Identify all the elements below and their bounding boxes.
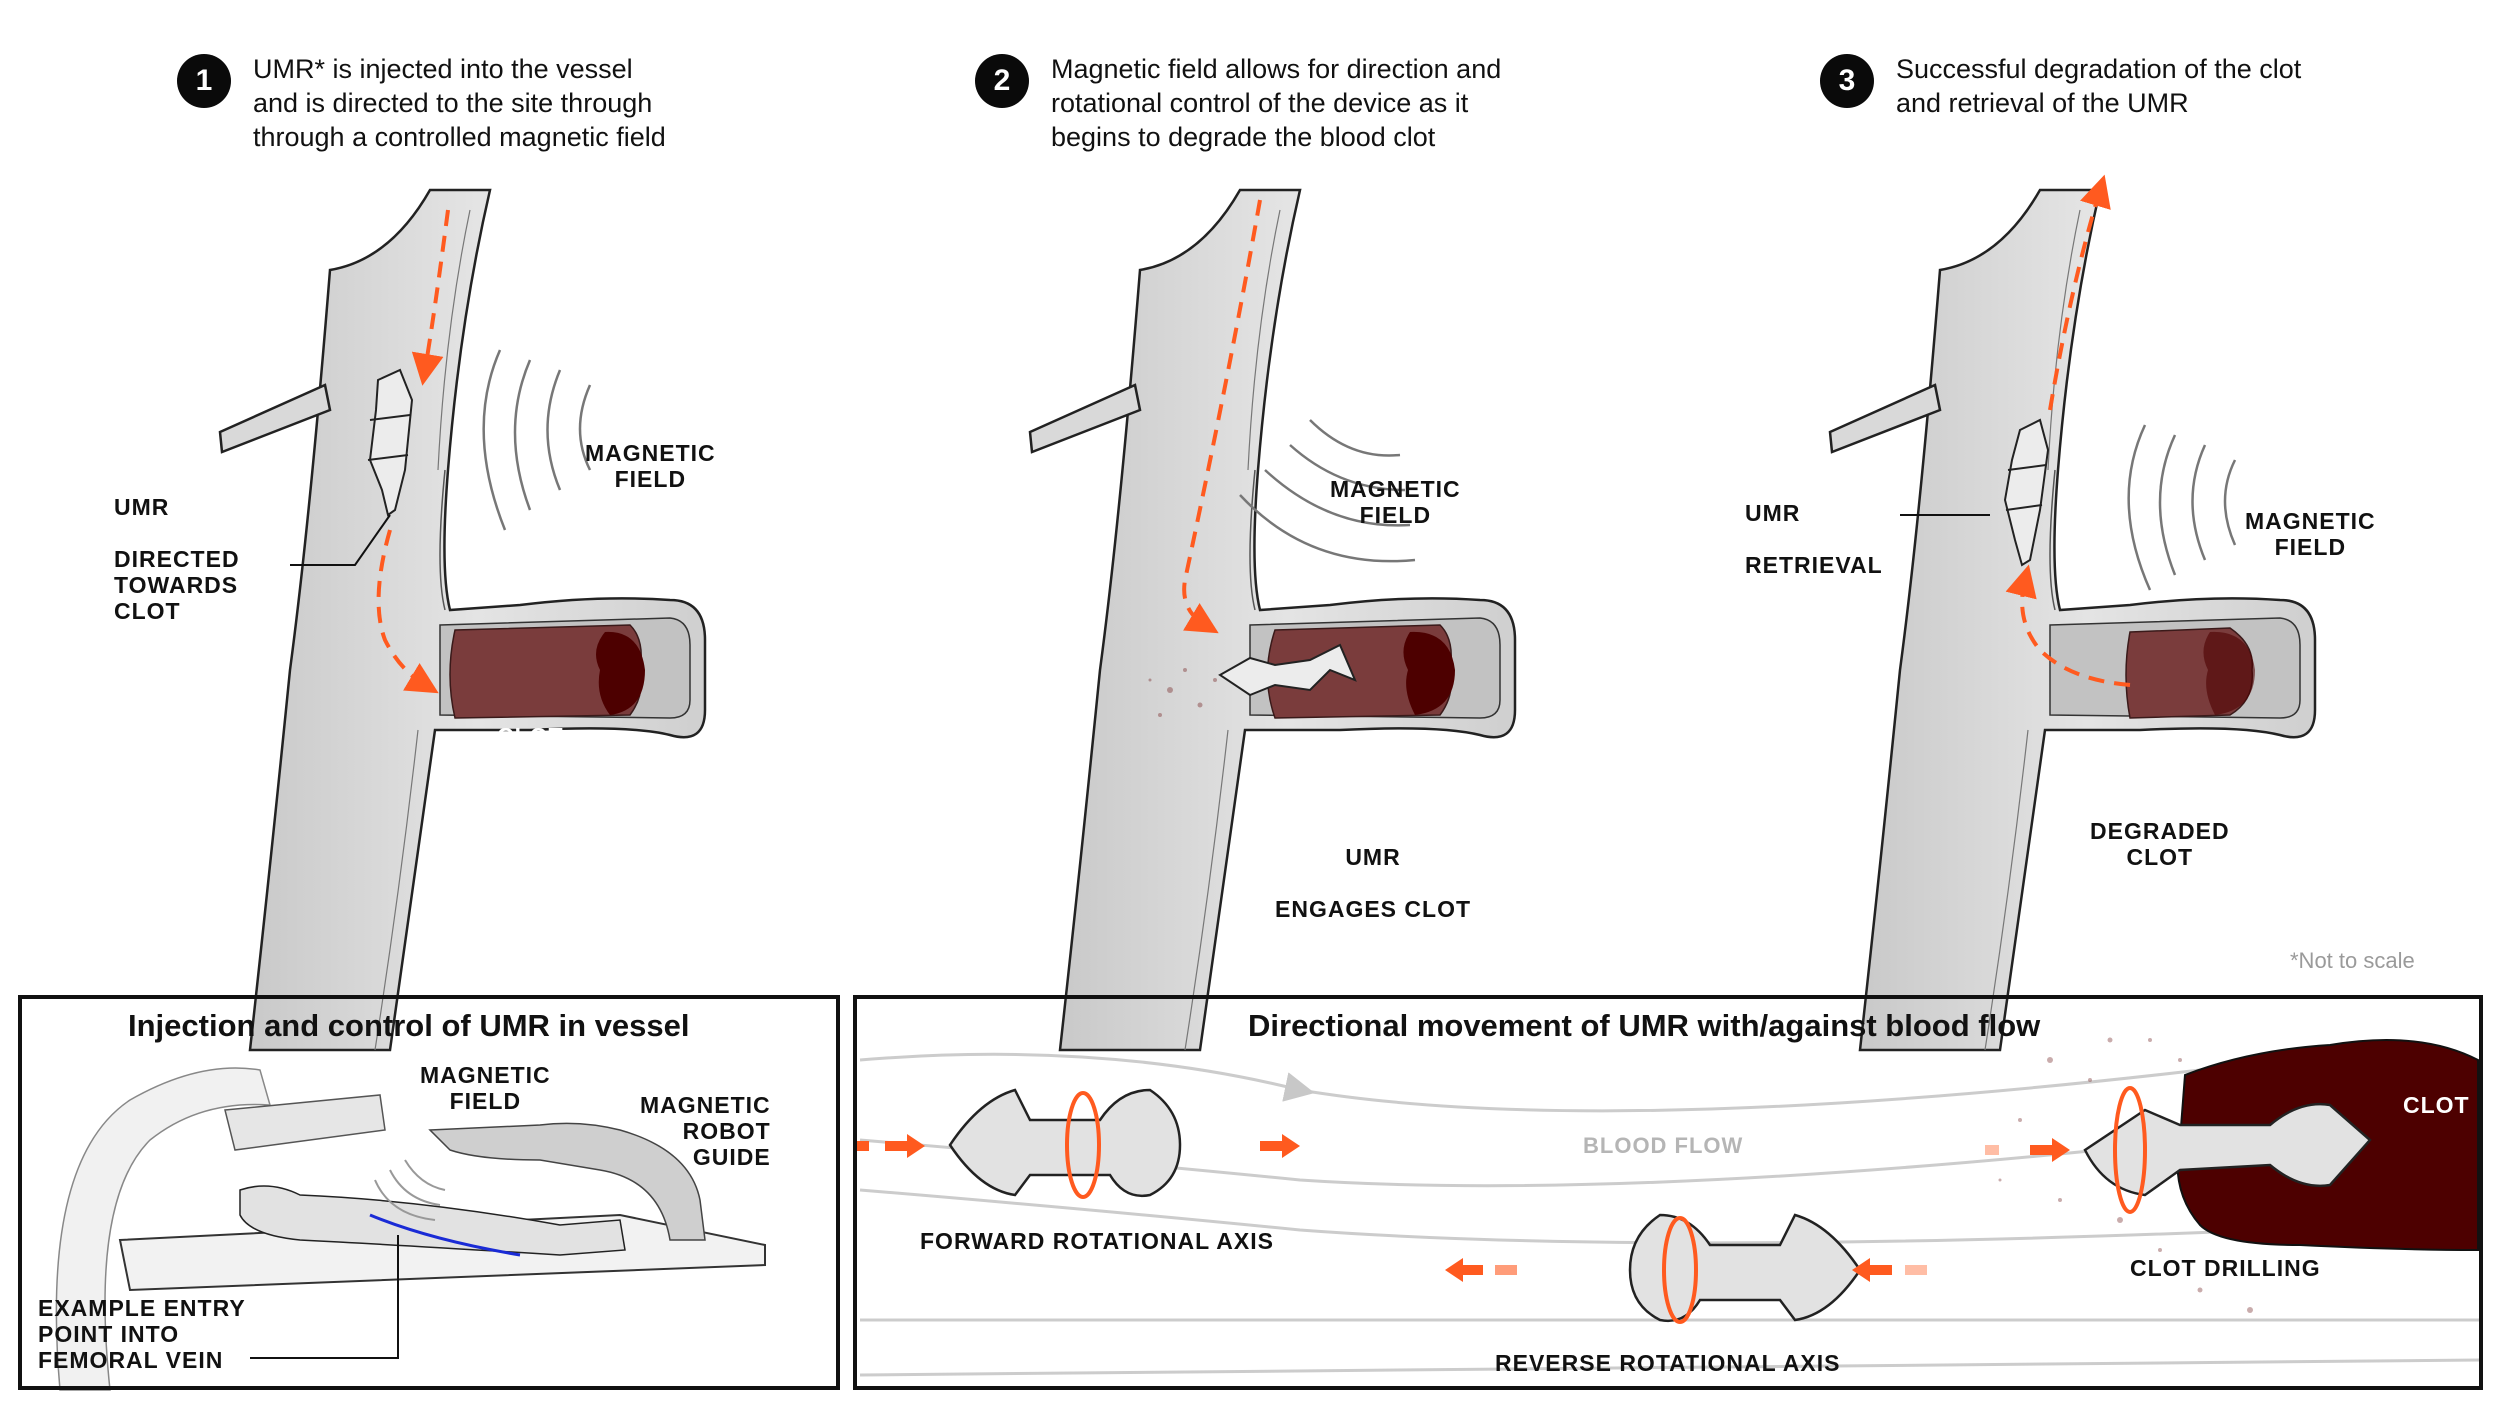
clot-label-movement: CLOT <box>2403 1092 2470 1118</box>
vessel-panel-1 <box>218 188 707 1052</box>
path-arrow-to-clot <box>376 529 439 694</box>
movement-scene <box>855 1037 2481 1377</box>
clot-panel-3 <box>2125 627 2255 719</box>
umr-label: UMR <box>114 494 170 520</box>
magnetic-field-icon <box>482 349 592 531</box>
reverse-axis-label: REVERSE ROTATIONAL AXIS <box>1495 1350 1841 1376</box>
blood-flow-label: BLOOD FLOW <box>1583 1133 1744 1158</box>
xray-head <box>224 1094 386 1151</box>
step-1: 1 UMR* is injected into the vessel and i… <box>177 52 666 154</box>
field-label-injection: MAGNETIC FIELD <box>420 1062 551 1114</box>
umr-device-panel-3 <box>2003 418 2050 567</box>
movement-panel <box>853 995 2483 1390</box>
leader-line-umr <box>290 514 391 566</box>
clot-panel-1 <box>449 624 645 719</box>
step-2: 2 Magnetic field allows for direction an… <box>975 52 1501 154</box>
field-label-panel-2: MAGNETIC FIELD <box>1330 476 1461 528</box>
clot-debris <box>1998 1037 2253 1313</box>
drilling-arrow <box>1985 1138 2070 1162</box>
umr-label-panel-1: UMR DIRECTED TOWARDS CLOT <box>114 468 240 624</box>
footnote: *Not to scale <box>2290 948 2415 973</box>
umr-label-panel-2: UMR ENGAGES CLOT <box>1275 818 1471 922</box>
robot-arm <box>428 1122 706 1241</box>
step-description: Magnetic field allows for direction and … <box>1051 54 1502 152</box>
step-number-badge: 1 <box>177 54 231 108</box>
injection-scene <box>55 1067 766 1391</box>
path-arrow-out <box>2048 174 2111 411</box>
umr-device-panel-1 <box>367 368 414 517</box>
injection-panel-title: Injection and control of UMR in vessel <box>128 1008 690 1043</box>
umr-device-panel-2 <box>1218 643 1357 697</box>
step-description: UMR* is injected into the vessel and is … <box>253 54 666 152</box>
umr-caption: ENGAGES CLOT <box>1275 896 1472 922</box>
vessel-panel-2 <box>1028 188 1517 1052</box>
path-arrow-in <box>411 209 450 386</box>
clot-debris-panel-2 <box>1148 668 1217 717</box>
field-label-panel-3: MAGNETIC FIELD <box>2245 508 2376 560</box>
injection-panel <box>18 995 840 1390</box>
robot-guide-label: MAGNETIC ROBOT GUIDE <box>640 1092 771 1170</box>
umr-caption: DIRECTED TOWARDS CLOT <box>114 546 240 624</box>
umr-forward <box>948 1088 1182 1198</box>
clot-drilling-label: CLOT DRILLING <box>2130 1255 2321 1281</box>
path-arrow-retrieve <box>2005 564 2131 687</box>
clot-label-panel-1: CLOT <box>497 723 564 749</box>
rotation-icon-reverse <box>1662 1216 1698 1324</box>
rotation-icon-forward <box>1065 1091 1101 1199</box>
degraded-clot-label: DEGRADED CLOT <box>2090 818 2230 870</box>
femoral-vein <box>369 1213 521 1257</box>
field-label-panel-1: MAGNETIC FIELD <box>585 440 716 492</box>
umr-caption: RETRIEVAL <box>1745 552 1883 578</box>
movement-panel-title: Directional movement of UMR with/against… <box>1248 1008 2041 1043</box>
umr-drilling <box>2083 1103 2372 1197</box>
forward-arrows <box>855 1134 1300 1158</box>
umr-label-panel-3: UMR RETRIEVAL <box>1745 474 1883 578</box>
c-arm <box>55 1067 272 1391</box>
umr-label: UMR <box>1745 500 1801 526</box>
umr-label: UMR <box>1345 844 1401 870</box>
umr-reverse <box>1628 1213 1862 1323</box>
magnetic-field-icon <box>2127 424 2237 591</box>
vessel-panel-3 <box>1828 174 2317 1052</box>
leader-line-entry <box>250 1235 399 1359</box>
step-number-badge: 3 <box>1820 54 1874 108</box>
reverse-arrows <box>1445 1258 1927 1282</box>
forward-axis-label: FORWARD ROTATIONAL AXIS <box>920 1228 1274 1254</box>
step-number-badge: 2 <box>975 54 1029 108</box>
magnetic-field-icon <box>1239 419 1416 563</box>
magnetic-field-icon <box>374 1159 446 1221</box>
entry-point-label: EXAMPLE ENTRY POINT INTO FEMORAL VEIN <box>38 1295 246 1373</box>
step-description: Successful degradation of the clot and r… <box>1896 54 2302 118</box>
step-3: 3 Successful degradation of the clot and… <box>1820 52 2301 120</box>
rotation-icon-drilling <box>2113 1086 2147 1214</box>
